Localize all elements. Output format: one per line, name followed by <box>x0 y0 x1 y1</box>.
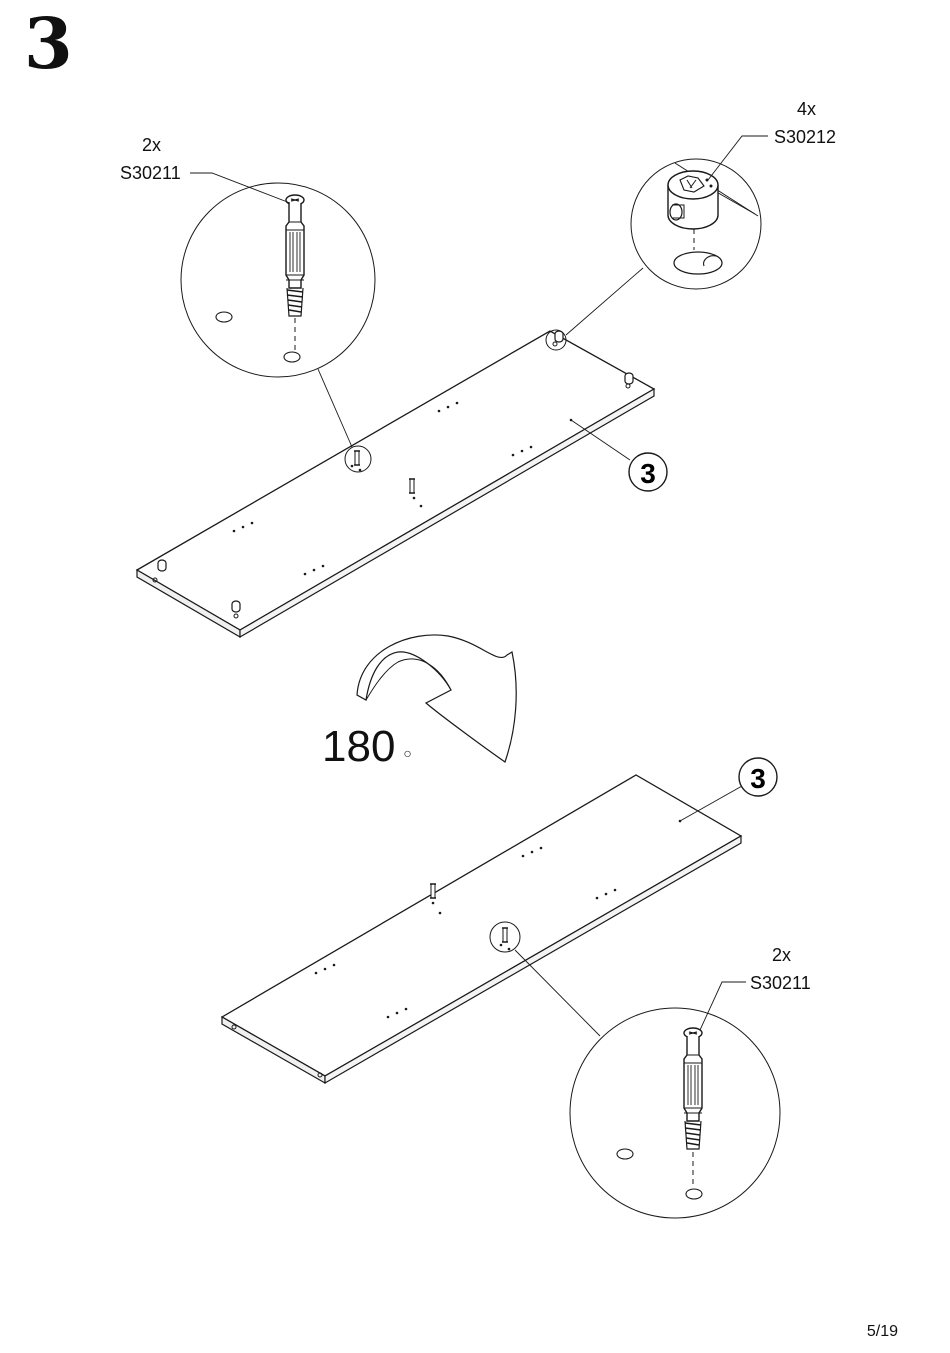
cam-lock-qty: 4x <box>797 98 816 120</box>
dowel-icon <box>502 928 508 942</box>
page-number: 5/19 <box>867 1322 898 1342</box>
rotation-label: 180 ○ <box>322 722 412 772</box>
dowel-icon <box>430 884 436 898</box>
dowel-top-code: S30211 <box>120 162 181 184</box>
panel-badge-top: 3 <box>570 419 667 491</box>
zoom-cam-lock <box>566 136 768 335</box>
badge-label: 3 <box>640 458 656 489</box>
dowel-bottom-code: S30211 <box>750 972 811 994</box>
panel-top <box>137 330 654 637</box>
cam-lock-code: S30212 <box>774 126 836 148</box>
dowel-icon <box>409 479 415 493</box>
dowel-top-qty: 2x <box>142 134 161 156</box>
badge-label: 3 <box>750 763 766 794</box>
zoom-dowel-bottom <box>515 950 780 1218</box>
step-number: 3 <box>24 4 71 84</box>
dowel-icon <box>354 451 360 465</box>
rotation-value: 180 <box>322 722 395 771</box>
zoom-dowel-top <box>181 173 375 447</box>
cam-lock-icon <box>158 560 166 571</box>
cam-lock-icon <box>555 331 563 342</box>
degree-icon: ○ <box>403 745 411 761</box>
cam-lock-icon <box>232 601 240 612</box>
cam-lock-icon <box>625 373 633 384</box>
dowel-bottom-qty: 2x <box>772 944 791 966</box>
cam-lock-icon <box>668 171 718 229</box>
